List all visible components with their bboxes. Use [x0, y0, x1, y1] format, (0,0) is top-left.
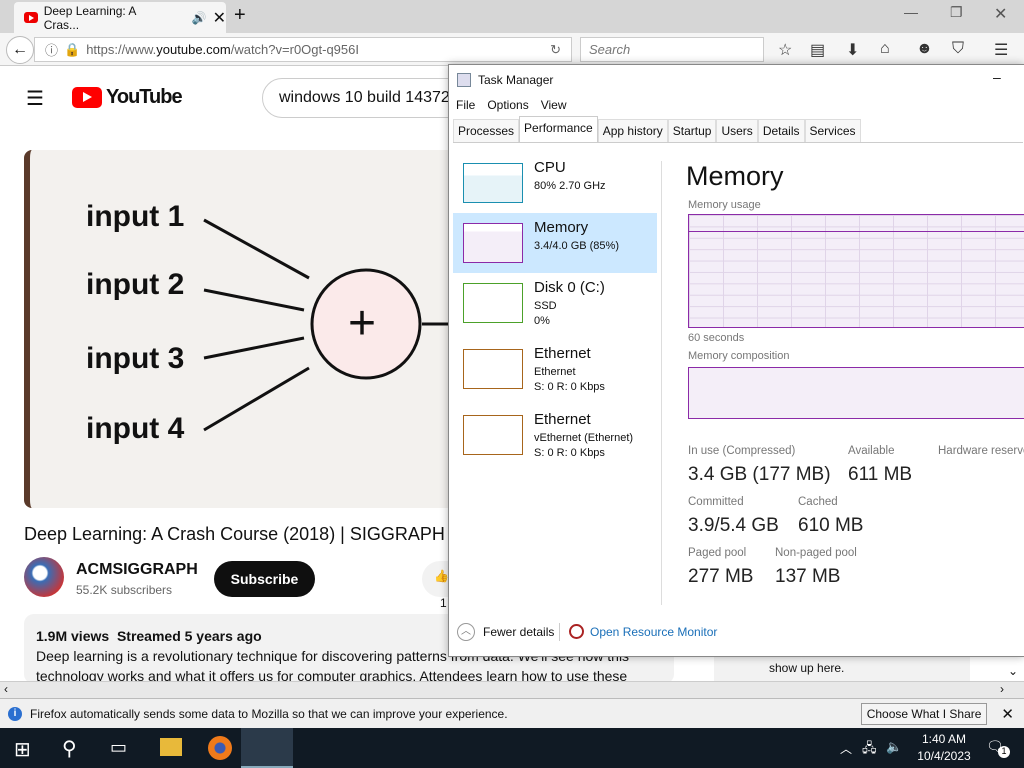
menu-file[interactable]: File [456, 98, 476, 112]
chat-expand-icon[interactable]: ⌄ [1008, 664, 1019, 678]
download-icon[interactable]: ⬇ [846, 42, 860, 59]
task-manager-taskbar-icon[interactable] [241, 728, 293, 768]
close-notification-icon[interactable]: ✕ [1001, 705, 1014, 723]
info-icon: i [8, 706, 22, 721]
channel-name[interactable]: ACMSIGGRAPH [76, 561, 198, 578]
search-input[interactable]: Search [580, 37, 764, 62]
clock-date[interactable]: 10/4/2023 [917, 749, 971, 763]
minimize-button[interactable]: — [904, 4, 918, 20]
taskbar: ⊞ ⚲ ▭ ︿ 🖧 🔈 1:40 AM 10/4/2023 🗨 1 [0, 728, 1024, 768]
bookmark-star-icon[interactable]: ☆ [778, 42, 793, 59]
tab-performance[interactable]: Performance [519, 116, 598, 142]
fewer-details-button[interactable]: ︿ Fewer details [457, 623, 554, 641]
notification-text: Firefox automatically sends some data to… [30, 706, 508, 721]
notification-bar: i Firefox automatically sends some data … [0, 698, 1024, 728]
url-bar[interactable]: ⓘ 🔒 https://www.youtube.com/watch?v=r0Og… [34, 37, 572, 62]
choose-what-i-share-button[interactable]: Choose What I Share [860, 702, 988, 725]
task-manager-icon [457, 73, 471, 87]
menu-view[interactable]: View [540, 98, 567, 112]
back-button[interactable]: ← [6, 36, 34, 64]
ethernet-graph-thumbnail [463, 349, 523, 389]
search-icon[interactable]: ⚲ [62, 738, 77, 760]
tab-services[interactable]: Services [804, 119, 861, 142]
tab-startup[interactable]: Startup [667, 119, 717, 142]
tab-title: Deep Learning: A Cras... [43, 3, 136, 32]
subscriber-count: 55.2K subscribers [76, 583, 173, 597]
youtube-play-icon [72, 87, 102, 108]
memory-composition-bar [688, 367, 1024, 419]
open-resource-monitor-link[interactable]: Open Resource Monitor [569, 624, 717, 639]
diagram-label: input 3 [86, 342, 185, 375]
pocket-icon[interactable]: ⛉ [952, 40, 965, 57]
new-tab-button[interactable]: + [234, 4, 246, 26]
resource-monitor-icon [569, 624, 584, 639]
restore-button[interactable]: ❐ [950, 4, 963, 20]
youtube-favicon-icon [24, 12, 38, 23]
tab-bar: Processes Performance App history Startu… [453, 116, 1023, 143]
lock-icon: 🔒 [64, 41, 81, 57]
smiley-icon[interactable]: ☻ [916, 40, 933, 57]
browser-tab[interactable]: Deep Learning: A Cras... 🔊 ✕ [14, 2, 226, 33]
close-window-button[interactable]: ✕ [994, 6, 1008, 23]
network-icon[interactable]: 🖧 [862, 740, 877, 755]
start-windows-icon[interactable]: ⊞ [14, 739, 31, 761]
task-manager-window: Task Manager – File Options View Processes… [448, 64, 1024, 657]
volume-icon[interactable]: 🔈 [886, 739, 903, 754]
neuron-diagram [203, 218, 448, 432]
minimize-button[interactable]: – [993, 69, 1001, 85]
memory-usage-graph [688, 214, 1024, 328]
file-explorer-icon[interactable] [160, 738, 182, 756]
window-title: Task Manager [478, 73, 554, 87]
diagram-label: input 1 [86, 200, 185, 233]
close-tab-icon[interactable]: ✕ [212, 9, 226, 27]
reload-icon[interactable]: ↻ [550, 41, 561, 57]
like-count: 1 [440, 596, 447, 610]
tab-app-history[interactable]: App history [597, 119, 668, 142]
chevron-up-icon: ︿ [457, 623, 475, 641]
divider [661, 161, 662, 605]
video-player[interactable]: input 1 input 2 input 3 input 4 + [24, 150, 448, 508]
tab-users[interactable]: Users [716, 119, 758, 142]
vethernet-graph-thumbnail [463, 415, 523, 455]
cpu-graph-thumbnail [463, 163, 523, 203]
diagram-label: input 2 [86, 268, 185, 301]
page-heading: Memory [686, 161, 784, 191]
subscribe-button[interactable]: Subscribe [214, 561, 315, 597]
live-chat-panel: show up here. [714, 657, 970, 681]
tab-processes[interactable]: Processes [453, 119, 520, 142]
sum-symbol: + [348, 297, 377, 350]
task-view-icon[interactable]: ▭ [110, 737, 128, 757]
notification-count: 1 [998, 746, 1010, 758]
memory-graph-thumbnail [463, 223, 523, 263]
speaker-icon[interactable]: 🔊 [191, 10, 207, 25]
channel-avatar[interactable] [24, 557, 64, 597]
disk-graph-thumbnail [463, 283, 523, 323]
reading-list-icon[interactable]: ▤ [810, 42, 826, 59]
firefox-icon[interactable] [208, 736, 232, 760]
menu-options[interactable]: Options [487, 98, 529, 112]
show-hidden-icons[interactable]: ︿ [840, 742, 853, 756]
info-icon[interactable]: ⓘ [45, 43, 59, 58]
home-icon[interactable]: ⌂ [880, 40, 890, 57]
menu-bar: File Options View [456, 98, 579, 112]
diagram-label: input 4 [86, 412, 185, 445]
menu-icon[interactable]: ☰ [994, 42, 1009, 59]
clock-time[interactable]: 1:40 AM [921, 732, 967, 746]
horizontal-scrollbar[interactable]: ‹› [0, 681, 1024, 698]
tab-details[interactable]: Details [757, 119, 805, 142]
video-title: Deep Learning: A Crash Course (2018) | S… [24, 524, 445, 544]
youtube-logo[interactable]: YouTube [72, 86, 183, 109]
hamburger-icon[interactable]: ☰ [26, 88, 44, 110]
divider [559, 623, 560, 641]
